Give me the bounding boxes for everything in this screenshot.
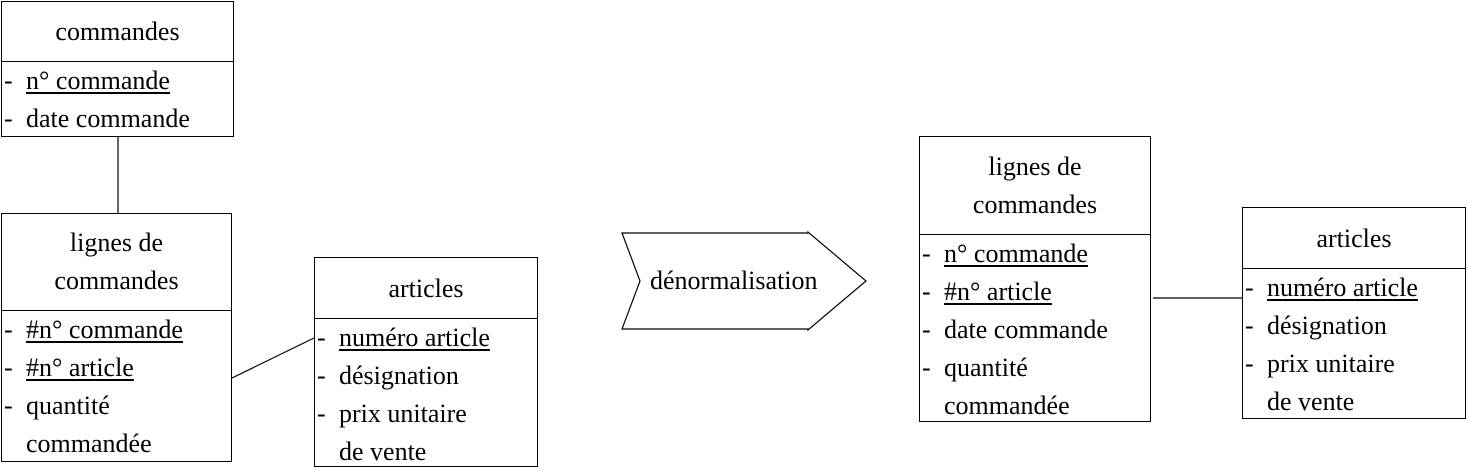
entity-lignes-de-commandes-left: lignes de commandes -#n° commande -#n° a… xyxy=(1,213,232,462)
attribute-continuation: de vente xyxy=(1267,387,1355,416)
entity-lignes-de-commandes-right: lignes de commandes -n° commande -#n° ar… xyxy=(919,136,1151,422)
entity-title: commandes xyxy=(2,2,233,62)
entity-title: articles xyxy=(1243,208,1465,269)
entity-title: articles xyxy=(315,258,537,319)
attribute: -désignation xyxy=(317,361,459,390)
attribute-foreign-key: -#n° article xyxy=(4,353,134,382)
attribute-continuation: de vente xyxy=(339,437,427,466)
attribute: -prix unitaire xyxy=(317,399,467,428)
entity-commandes-left: commandes -n° commande -date commande xyxy=(1,1,234,137)
attribute: -date commande xyxy=(4,104,190,133)
denormalisation-arrow xyxy=(621,230,867,332)
entity-title: lignes de commandes xyxy=(920,137,1150,235)
attribute-foreign-key: -#n° commande xyxy=(4,315,183,344)
attribute: -prix unitaire xyxy=(1245,349,1395,378)
link-lignes-articles-left xyxy=(231,337,315,379)
attribute-primary-key: -n° commande xyxy=(4,66,170,95)
attribute: -quantité xyxy=(922,353,1028,382)
entity-articles-left: articles -numéro article -désignation -p… xyxy=(314,257,538,467)
attribute-primary-key: -numéro article xyxy=(1245,273,1418,302)
entity-articles-right: articles -numéro article -désignation -p… xyxy=(1242,207,1466,419)
attribute-primary-key: -numéro article xyxy=(317,323,490,352)
attribute: -date commande xyxy=(922,315,1108,344)
attribute-continuation: commandée xyxy=(26,429,152,458)
attribute: -désignation xyxy=(1245,311,1387,340)
entity-title: lignes de commandes xyxy=(2,214,231,311)
attribute-continuation: commandée xyxy=(944,391,1070,420)
arrow-label: dénormalisation xyxy=(650,266,818,295)
attribute-foreign-key: -#n° article xyxy=(922,277,1052,306)
attribute: -quantité xyxy=(4,391,110,420)
attribute-primary-key: -n° commande xyxy=(922,239,1088,268)
